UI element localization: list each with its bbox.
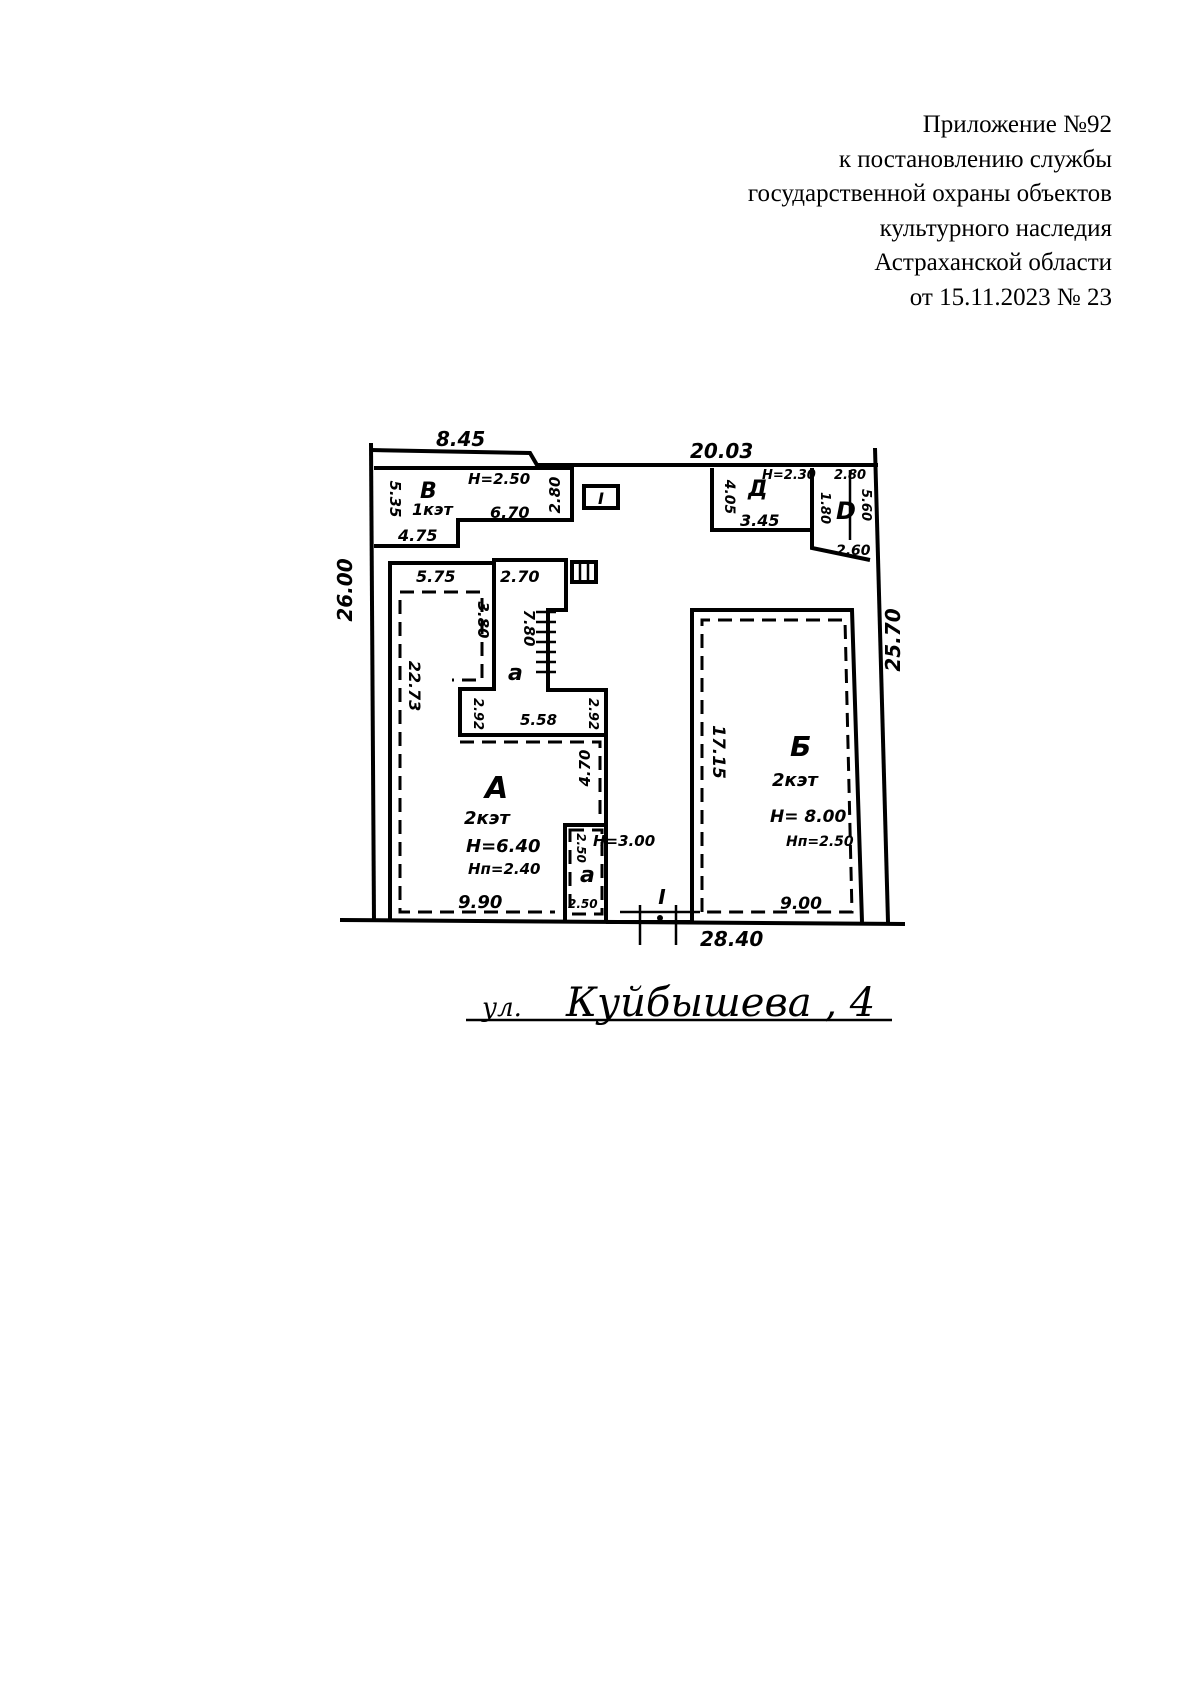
dim-bottom: 28.40 <box>700 927 763 951</box>
building-a-dim-wing-bottom: 5.58 <box>520 711 557 729</box>
boundary-right <box>873 447 890 923</box>
building-a-dim-top-left: 5.75 <box>416 567 455 586</box>
marker-box-frame <box>582 484 620 510</box>
service-line: государственной охраны объектов <box>747 180 1112 207</box>
building-b-height-sub: Нп=2.50 <box>786 834 854 850</box>
region-line: Астраханской области <box>874 249 1112 276</box>
building-a-dim-stair: 7.80 <box>520 609 538 646</box>
building-b: Б 2кэт Н= 8.00 Нп=2.50 17.15 9.00 <box>690 608 864 923</box>
building-a-dim-upper-wing: 3.80 <box>474 601 492 638</box>
appendix-number-line: Приложение №92 <box>922 111 1112 138</box>
outbuilding-v-dim-right: 2.80 <box>546 476 564 513</box>
street-caption: ул. Куйбышева , 4 <box>466 980 892 1026</box>
building-a-dim-bottom: 9.90 <box>458 892 502 913</box>
building-a-letter: А <box>483 771 508 806</box>
outbuilding-v-height: Н=2.50 <box>468 470 530 488</box>
marker-box-label: I <box>598 489 604 508</box>
annex-a-dash <box>568 828 604 916</box>
outbuilding-v-walls <box>374 466 574 548</box>
building-a-dash-mid <box>460 740 602 820</box>
building-a-dim-notch-right: 2.92 <box>585 698 600 730</box>
dim-right-side: 25.70 <box>881 608 905 671</box>
outbuilding-d2-dim-right: 5.60 <box>858 489 873 521</box>
resolution-line: к постановлению службы <box>838 145 1112 173</box>
annex-a-height: Н=3.00 <box>593 832 655 850</box>
building-a: А 2кэт Н=6.40 Нп=2.40 а а Н=3.00 5.75 2.… <box>388 558 655 922</box>
street-name: Куйбышева , 4 <box>565 980 875 1026</box>
boundary-left <box>369 442 376 923</box>
building-a-dim-top-right: 2.70 <box>500 567 539 586</box>
stairs-hatching <box>536 610 556 674</box>
building-b-dim-bottom: 9.00 <box>780 894 822 914</box>
building-a-height-sub: Нп=2.40 <box>468 860 541 878</box>
building-b-dash <box>700 618 854 914</box>
gate-marker: I <box>606 885 700 945</box>
outbuilding-v-dim-inner: 6.70 <box>490 503 529 522</box>
street-prefix: ул. <box>481 993 522 1023</box>
marker-box: I <box>582 484 620 510</box>
outbuilding-d2: D 1.80 5.60 2.60 <box>810 470 873 562</box>
building-b-letter: Б <box>790 730 811 763</box>
gate-dot <box>657 915 663 921</box>
outbuilding-v-floors: 1кэт <box>412 500 454 519</box>
outbuilding-v-dim-side: 5.35 <box>386 480 404 517</box>
annex-a-dim-bottom: 2.50 <box>568 897 598 911</box>
building-a-height: Н=6.40 <box>466 836 541 857</box>
building-b-floors: 2кэт <box>772 770 819 791</box>
building-a-floors: 2кэт <box>464 808 511 829</box>
dim-top-left: 8.45 <box>436 427 485 451</box>
dim-left-side: 26.00 <box>333 558 357 621</box>
heritage-line: культурного наследия <box>879 214 1112 242</box>
outbuilding-d-letter: Д <box>747 477 768 502</box>
building-a-inner-wall <box>458 563 605 737</box>
building-a-dim-right: 4.70 <box>576 749 594 787</box>
annex-a-walls <box>563 823 606 922</box>
building-a-dim-notch-left: 2.92 <box>470 698 485 730</box>
building-a-dash-left <box>398 600 555 914</box>
appendix-header: Приложение №92 к постановлению службы го… <box>592 108 1112 315</box>
outbuilding-v-dim-bottom: 4.75 <box>397 526 437 545</box>
dim-top-right: 20.03 <box>690 439 753 463</box>
date-number-line: от 15.11.2023 № 23 <box>909 283 1112 311</box>
outbuilding-d2-walls <box>810 490 871 562</box>
building-b-walls <box>690 608 864 923</box>
outbuilding-d2-letter: D <box>836 497 856 525</box>
building-a-dim-length: 22.73 <box>405 661 424 712</box>
boundary-top <box>370 448 878 467</box>
outbuilding-v-letter: В <box>420 479 437 504</box>
building-a-dash-upper <box>400 590 484 682</box>
outbuilding-d2-dim-bottom: 2.60 <box>836 543 871 559</box>
annex-a-letter: а <box>580 863 595 888</box>
outbuilding-d-dim-side: 4.05 <box>721 479 737 515</box>
building-b-height: Н= 8.00 <box>770 807 847 827</box>
outbuilding-d-height: Н=2.30 <box>762 468 816 483</box>
annex-a-dim-side: 2.50 <box>574 833 588 863</box>
building-a-wing-letter: а <box>508 661 523 686</box>
building-a-outer-walls <box>388 558 608 922</box>
outbuilding-d-dim-bottom: 3.45 <box>740 511 779 530</box>
gate-label: I <box>658 885 666 909</box>
staircase-block <box>570 560 598 584</box>
building-b-dim-side: 17.15 <box>708 725 728 779</box>
outbuilding-v: В 1кэт Н=2.50 5.35 6.70 2.80 4.75 <box>374 466 574 548</box>
outbuilding-d2-dim-left: 1.80 <box>817 492 832 524</box>
